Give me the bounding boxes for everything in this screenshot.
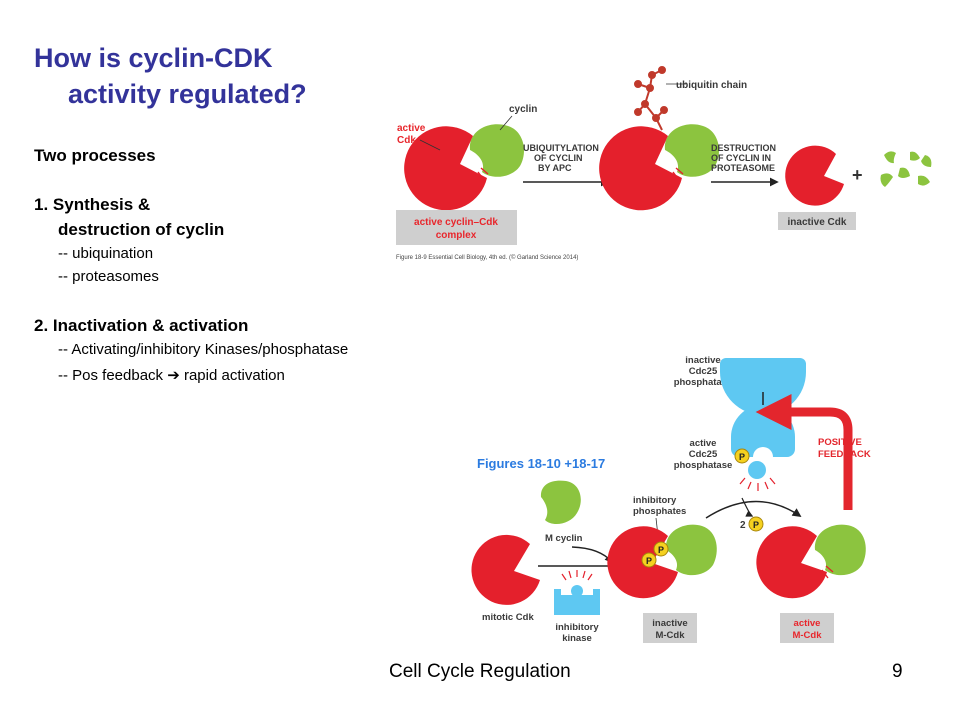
box1-line1: active cyclin–Cdk	[414, 217, 498, 228]
inactive-cdc25-line1: inactive	[685, 355, 720, 366]
activity-rays-1	[469, 167, 489, 185]
arrow-dephosphorylation	[705, 500, 802, 519]
mitotic-cdk-shape	[471, 534, 540, 605]
phosphate-label: P	[739, 452, 745, 462]
point-1-sub-1: -- ubiquination	[58, 245, 154, 262]
point-2-sub-2-a: -- Pos feedback	[58, 367, 168, 384]
phosphate-label: P	[646, 556, 652, 566]
point-1-line-1: 1. Synthesis &	[34, 195, 151, 214]
box-active-line2: M-Cdk	[792, 630, 822, 641]
positive-feedback-arrow	[755, 394, 853, 510]
box-inactive-line2: M-Cdk	[655, 630, 685, 641]
figure-caption: Figure 18-9 Essential Cell Biology, 4th …	[396, 254, 578, 261]
active-mcdk-cdk-shape	[756, 526, 827, 599]
slide-title: How is cyclin-CDK activity regulated?	[34, 40, 307, 112]
point-2-sub-1: -- Activating/inhibitory Kinases/phospha…	[58, 341, 349, 358]
box-inactive-cdk	[778, 212, 856, 230]
step1-line2: OF CYCLIN	[534, 153, 583, 163]
activity-rays-2	[664, 167, 684, 185]
active-cdc25-line1: active	[690, 438, 717, 449]
title-line-1: How is cyclin-CDK	[34, 43, 273, 73]
figure-top: active Cdk cyclin UBIQUITYLATION OF CYCL…	[396, 66, 932, 261]
ubiquitin-chain	[634, 66, 668, 131]
box2-label: inactive Cdk	[788, 217, 847, 228]
title-line-2: activity regulated?	[68, 79, 307, 109]
step2-line1: DESTRUCTION	[711, 143, 776, 153]
inhibitory-phosphates: P P	[641, 541, 669, 568]
subheading: Two processes	[34, 146, 156, 165]
box-active-mcdk	[780, 613, 834, 643]
inhib-kinase-line1: inhibitory	[555, 622, 599, 633]
m-cyclin-label: M cyclin	[545, 533, 583, 544]
box-active-line1: active	[794, 618, 821, 629]
arrow-icon: ➔	[167, 367, 180, 384]
step2-line2: OF CYCLIN IN	[711, 153, 771, 163]
label-cyclin: cyclin	[509, 104, 537, 115]
active-cdk-shape	[404, 126, 487, 211]
inhib-phos-line1: inhibitory	[633, 495, 677, 506]
point-2-sub-2-b: rapid activation	[179, 367, 285, 384]
inactive-cdc25-line3: phosphatase	[674, 377, 733, 388]
cyclin-shape	[469, 124, 524, 177]
point-1-sub-2: -- proteasomes	[58, 268, 159, 285]
label-active: active	[397, 123, 426, 134]
point-2-sub-2: -- Pos feedback ➔ rapid activation	[58, 366, 285, 384]
two-label: 2	[740, 520, 746, 531]
m-cyclin-shape	[540, 480, 581, 525]
mitotic-cdk-label: mitotic Cdk	[482, 612, 534, 623]
label-cdk: Cdk	[397, 135, 416, 146]
cyclin-fragments	[880, 151, 932, 187]
step1-line3: BY APC	[538, 163, 572, 173]
cyclin-ubiquitylated-shape	[664, 124, 719, 177]
label-ubiquitin-chain: ubiquitin chain	[676, 80, 747, 91]
page-number: 9	[892, 661, 903, 682]
inhib-kinase-line2: kinase	[562, 633, 592, 644]
positive-line1: POSITIVE	[818, 437, 862, 448]
inactive-cdc25-line2: Cdc25	[689, 366, 718, 377]
figures-label: Figures 18-10 +18-17	[477, 456, 605, 471]
footer-title: Cell Cycle Regulation	[389, 661, 571, 682]
kinase-activity-rays	[561, 570, 593, 581]
phosphate-label: P	[658, 545, 664, 555]
point-2-line-1: 2. Inactivation & activation	[34, 316, 249, 335]
phosphate-cdc25: P	[734, 448, 750, 464]
cdk-ubiquitylated-shape	[599, 126, 682, 211]
step2-line3: PROTEASOME	[711, 163, 775, 173]
mcdk-activity-rays	[813, 565, 834, 583]
inactive-cdk-shape	[785, 145, 844, 206]
box-inactive-mcdk	[643, 613, 697, 643]
inhibitory-kinase-shape	[554, 589, 600, 615]
active-cdc25-line2: Cdc25	[689, 449, 718, 460]
plus-sign: +	[852, 165, 863, 185]
active-mcdk-cyclin-shape	[814, 524, 866, 576]
box-inactive-line1: inactive	[652, 618, 687, 629]
phosphatase-activity-rays	[739, 477, 776, 491]
phosphate-label: P	[753, 520, 759, 530]
active-cdc25-line3: phosphatase	[674, 460, 733, 471]
inactive-mcdk-cyclin-shape	[665, 524, 717, 576]
positive-line2: FEEDBACK	[818, 449, 871, 460]
step1-line1: UBIQUITYLATION	[523, 143, 599, 153]
figure-bottom: Figures 18-10 +18-17 inactive Cdc25 phos…	[471, 355, 871, 644]
box1-line2: complex	[436, 230, 477, 241]
box-active-complex	[396, 210, 517, 245]
inhib-phos-line2: phosphates	[633, 506, 686, 517]
point-1-line-2: destruction of cyclin	[58, 220, 225, 239]
